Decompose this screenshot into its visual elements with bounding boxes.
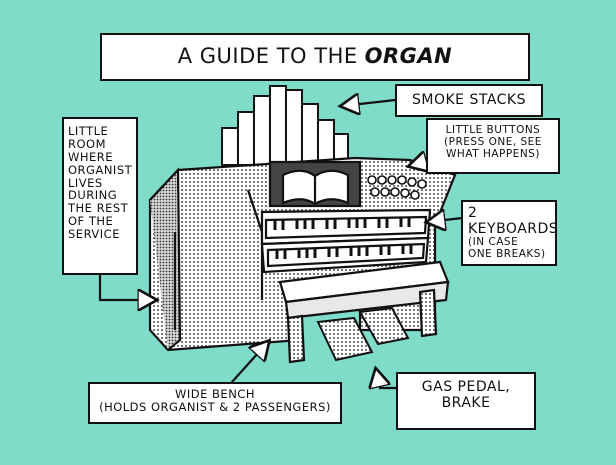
label-wide-bench: WIDE BENCH (HOLDS ORGANIST & 2 PASSENGER… [88,382,342,424]
label-line: LIVES [68,175,103,190]
label-line: LITTLE BUTTONS [445,124,541,136]
smoke-stacks-pipes [221,85,349,166]
label-line: (IN CASE [468,236,519,249]
wide-bench [278,260,450,364]
label-line: LITTLE [68,124,109,138]
label-line: ROOM [68,136,107,151]
label-line: (HOLDS ORGANIST & 2 PASSENGERS) [99,399,331,414]
label-line: 2 KEYBOARDS [468,205,559,237]
title-emphasis: ORGAN [364,44,453,69]
label-keyboards: 2 KEYBOARDS (IN CASE ONE BREAKS) [461,200,559,266]
label-line: ORGANIST [68,162,133,177]
label-smoke-stacks: SMOKE STACKS [395,84,543,117]
label-line: OF THE [68,214,114,229]
title-text: A GUIDE TO THE [177,44,358,69]
label-line: DURING [68,188,118,203]
label-little-buttons: LITTLE BUTTONS (PRESS ONE, SEE WHAT HAPP… [426,118,560,174]
label-line: SMOKE STACKS [412,91,526,108]
title-banner: A GUIDE TO THE ORGAN [100,33,530,81]
label-line: GAS PEDAL, [421,379,511,395]
label-line: THE REST [68,201,129,216]
label-line: SERVICE [68,227,120,241]
label-pedals: GAS PEDAL, BRAKE [396,372,536,430]
label-line: ONE BREAKS) [468,248,546,261]
label-line: (PRESS ONE, SEE [444,135,542,148]
label-line: WHERE [68,149,114,164]
label-line: WHAT HAPPENS) [446,147,540,160]
label-little-room: LITTLE ROOM WHERE ORGANIST LIVES DURING … [62,117,138,275]
label-line: BRAKE [441,394,491,411]
gas-pedal-brake [316,306,410,362]
label-line: WIDE BENCH [175,387,255,401]
